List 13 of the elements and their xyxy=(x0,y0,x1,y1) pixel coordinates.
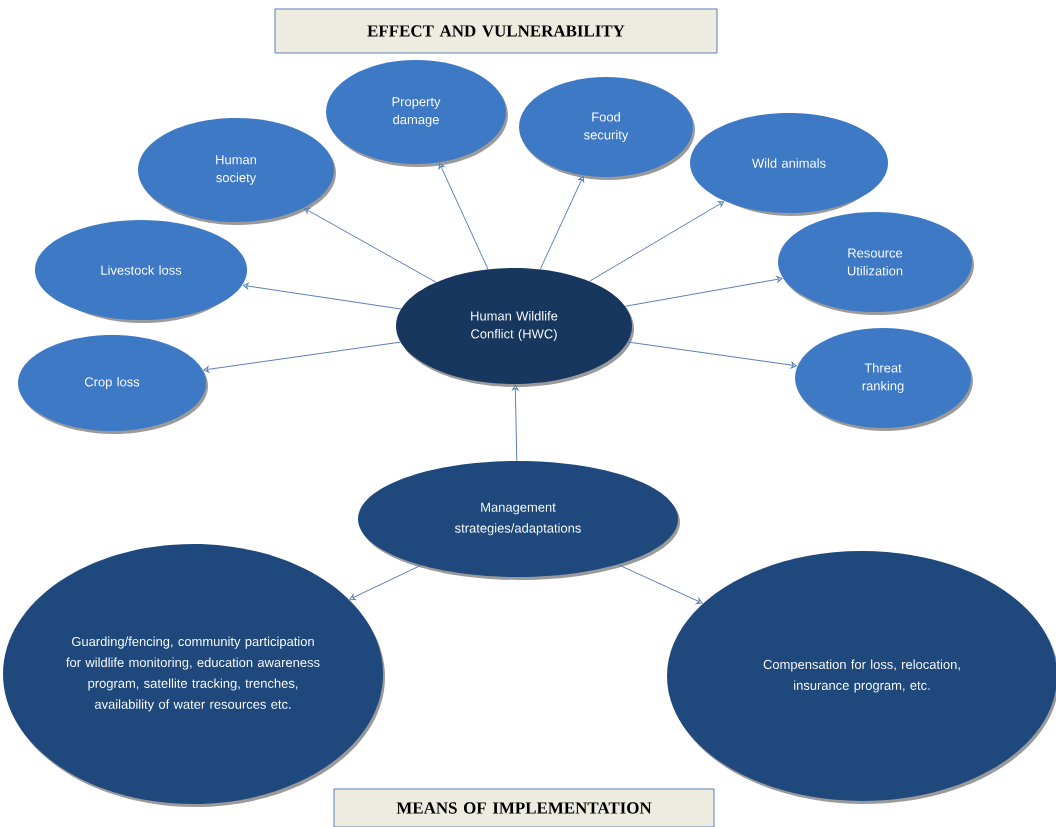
arrow xyxy=(242,282,402,310)
arrow xyxy=(617,564,703,604)
arrow xyxy=(589,201,725,282)
heading-box: MEANS OF IMPLEMENTATION xyxy=(333,788,715,827)
heading-box: EFFECT AND VULNERABILITY xyxy=(274,8,718,54)
arrow xyxy=(438,162,489,270)
arrow xyxy=(624,276,783,307)
arrow xyxy=(627,341,797,369)
arrow xyxy=(203,341,401,373)
arrow xyxy=(512,384,519,462)
arrow xyxy=(303,207,437,283)
arrow xyxy=(349,564,422,601)
arrow xyxy=(539,175,585,270)
